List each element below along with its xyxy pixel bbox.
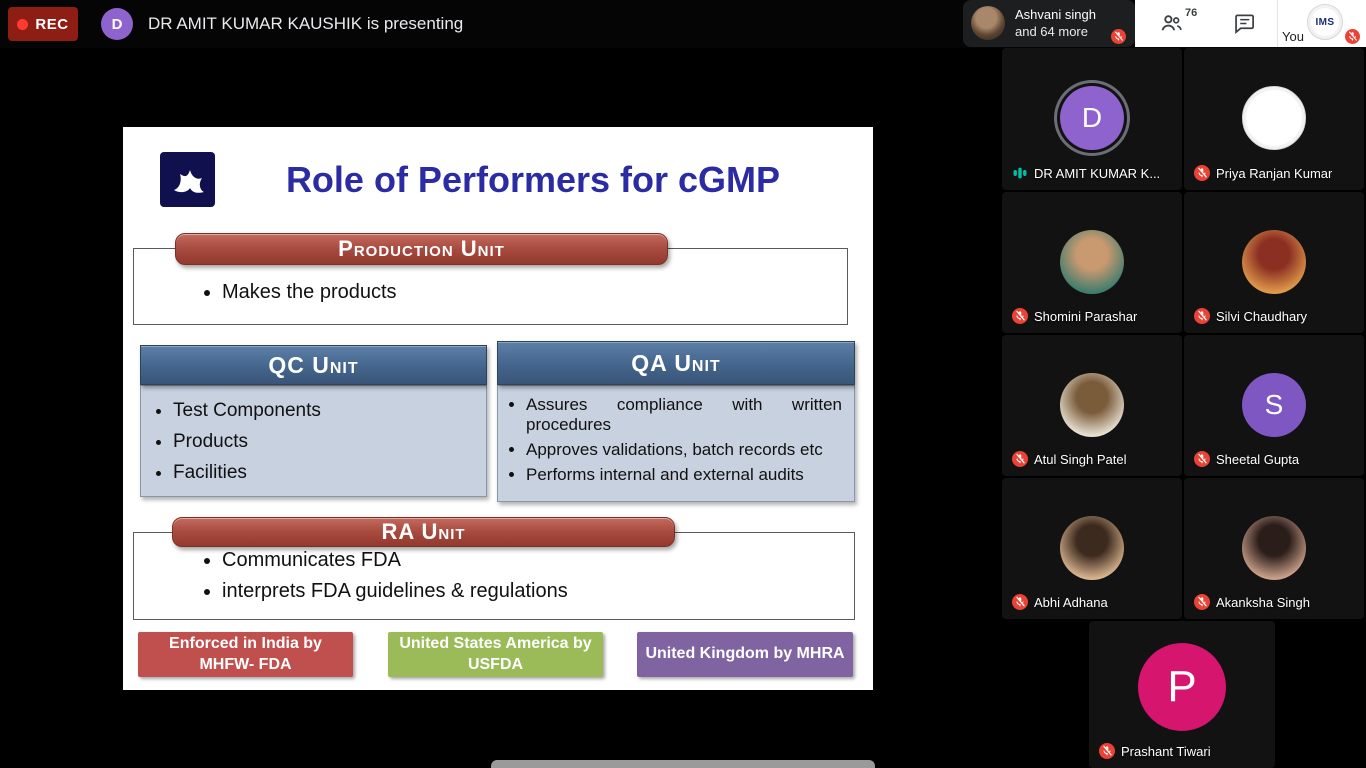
avatar: P [1138, 643, 1226, 731]
slide-title: Role of Performers for cGMP [285, 159, 781, 200]
bullet-item: Communicates FDA [222, 549, 854, 572]
bottom-controls-edge[interactable] [491, 760, 875, 768]
avatar [1060, 516, 1124, 580]
participant-name: Silvi Chaudhary [1216, 308, 1308, 324]
participant-tile[interactable]: IMS Priya Ranjan Kumar [1184, 48, 1364, 190]
avatar [1242, 230, 1306, 294]
participant-tile[interactable]: Abhi Adhana [1002, 478, 1182, 619]
presentation-slide: Role of Performers for cGMP Production U… [123, 127, 873, 690]
participant-name: Prashant Tiwari [1121, 743, 1211, 759]
record-dot-icon [17, 18, 29, 30]
qa-unit-box: Assures compliance with written procedur… [497, 385, 855, 502]
bullet-item: Products [173, 431, 478, 453]
bullet-item: Makes the products [222, 281, 847, 304]
bullet-item: interprets FDA guidelines & regulations [222, 580, 854, 603]
bullet-item: Approves validations, batch records etc [526, 440, 842, 460]
avatar: S [1242, 373, 1306, 437]
mic-off-icon [1012, 594, 1028, 610]
participant-name: Atul Singh Patel [1034, 451, 1127, 467]
production-unit-header: Production Unit [175, 233, 668, 265]
avatar [1060, 230, 1124, 294]
presenter-avatar: D [101, 8, 133, 40]
footer-box-usa: United States America by USFDA [388, 632, 603, 677]
chat-icon[interactable] [1233, 12, 1256, 35]
top-right-strip: 76 You IMS [1135, 0, 1366, 47]
mic-off-icon [1099, 743, 1115, 759]
participant-name: Akanksha Singh [1216, 594, 1310, 610]
participants-icon[interactable] [1159, 11, 1184, 36]
recording-badge: REC [8, 7, 78, 41]
participant-tile[interactable]: Shomini Parashar [1002, 192, 1182, 333]
participant-tile[interactable]: Atul Singh Patel [1002, 335, 1182, 476]
presenting-status-text: DR AMIT KUMAR KAUSHIK is presenting [148, 14, 464, 33]
avatar [1060, 373, 1124, 437]
overflow-participants-tile[interactable]: Ashvani singh and 64 more [963, 0, 1135, 47]
participant-name: Abhi Adhana [1034, 594, 1108, 610]
participant-tile[interactable]: Silvi Chaudhary [1184, 192, 1364, 333]
overflow-more-count: and 64 more [1015, 24, 1088, 39]
participant-tile[interactable]: P Prashant Tiwari [1089, 621, 1275, 768]
bullet-item: Facilities [173, 462, 478, 484]
avatar [1242, 516, 1306, 580]
footer-box-india: Enforced in India by MHFW- FDA [138, 632, 353, 677]
qa-unit-header: QA Unit [497, 341, 855, 385]
slide-logo-icon [160, 152, 215, 207]
top-bar: REC D DR AMIT KUMAR KAUSHIK is presentin… [0, 0, 1366, 48]
mic-off-icon [1012, 308, 1028, 324]
mic-off-icon [1012, 451, 1028, 467]
avatar: IMS [1242, 86, 1306, 150]
divider [1277, 0, 1278, 47]
mic-off-icon [1194, 308, 1210, 324]
participant-count: 76 [1185, 7, 1198, 19]
participant-tile[interactable]: S Sheetal Gupta [1184, 335, 1364, 476]
participant-tile[interactable]: Akanksha Singh [1184, 478, 1364, 619]
participant-tile[interactable]: D DR AMIT KUMAR K... [1002, 48, 1182, 190]
self-view-label: You [1282, 29, 1304, 44]
ra-unit-header: RA Unit [172, 517, 675, 547]
speaking-indicator-icon [1012, 165, 1028, 181]
presentation-stage: Role of Performers for cGMP Production U… [0, 48, 1000, 768]
bullet-item: Assures compliance with written procedur… [526, 395, 842, 435]
self-mic-off-icon [1345, 29, 1360, 44]
avatar: D [1060, 86, 1124, 150]
footer-box-uk: United Kingdom by MHRA [637, 632, 853, 677]
participant-name: Shomini Parashar [1034, 308, 1138, 324]
qc-unit-box: Test Components Products Facilities [140, 385, 487, 497]
bullet-item: Performs internal and external audits [526, 465, 842, 485]
mic-off-icon [1111, 29, 1126, 44]
mic-off-icon [1194, 165, 1210, 181]
overflow-avatar [971, 6, 1005, 40]
mic-off-icon [1194, 594, 1210, 610]
overflow-name: Ashvani singh [1015, 7, 1096, 22]
self-avatar[interactable]: IMS [1307, 4, 1343, 40]
mic-off-icon [1194, 451, 1210, 467]
bullet-item: Test Components [173, 400, 478, 422]
participant-name: DR AMIT KUMAR K... [1034, 165, 1161, 181]
participant-name: Priya Ranjan Kumar [1216, 165, 1333, 181]
qc-unit-header: QC Unit [140, 345, 487, 385]
recording-label: REC [35, 15, 69, 33]
participant-name: Sheetal Gupta [1216, 451, 1300, 467]
